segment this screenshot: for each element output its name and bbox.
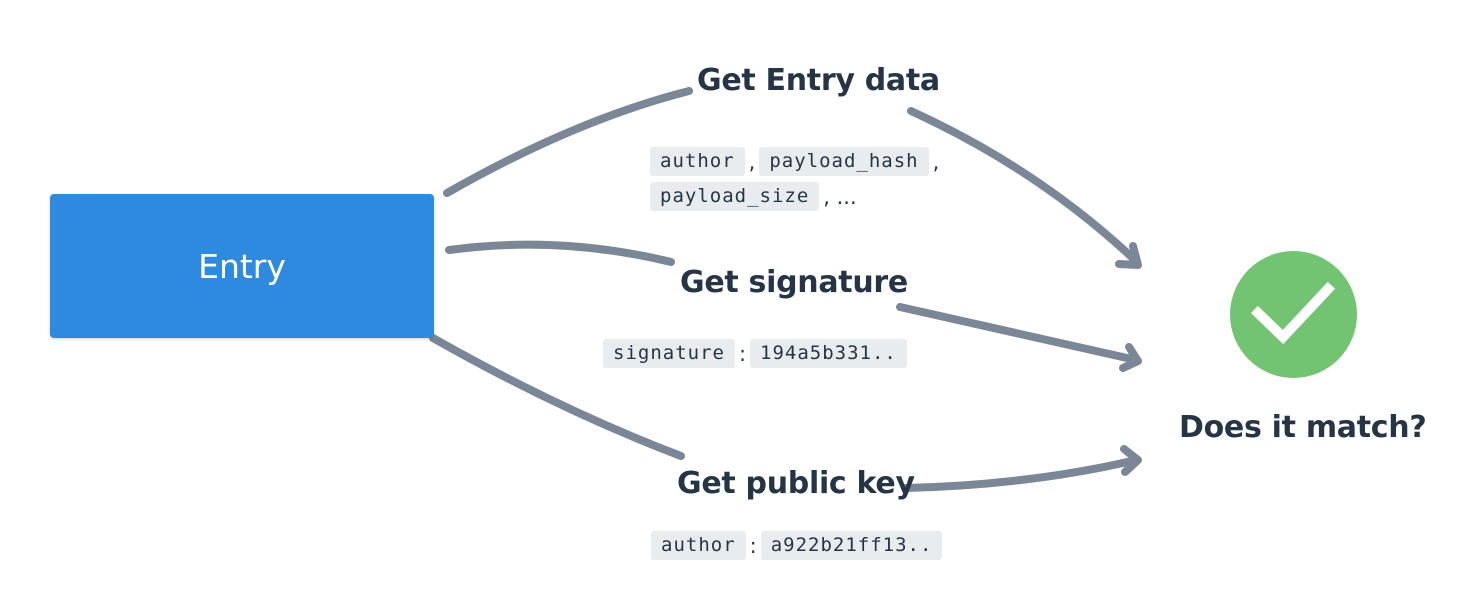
arrowhead-signature [1119, 343, 1142, 372]
result-label: Does it match? [1179, 410, 1427, 445]
arrow-entry-data-to-check [907, 107, 1141, 266]
arrowhead-entry-data [1115, 242, 1142, 269]
code-signature-value: 194a5b331.. [750, 339, 907, 368]
step-heading-public-key: Get public key [677, 466, 915, 501]
separator: , [748, 149, 756, 174]
public-key-fields-line: author : a922b21ff13.. [651, 531, 943, 560]
arrow-entry-to-entry-data [443, 87, 693, 197]
code-author: author [651, 531, 746, 560]
entry-label: Entry [198, 246, 286, 286]
arrow-signature-to-check [896, 303, 1140, 364]
arrow-entry-to-signature [445, 240, 675, 266]
arrow-public-key-to-check [901, 456, 1140, 492]
separator: , ... [823, 184, 857, 209]
separator: : [738, 341, 747, 366]
separator: , [932, 149, 940, 174]
entry-data-fields-line-2: payload_size , ... [650, 182, 861, 211]
code-author: author [650, 147, 745, 176]
checkmark-icon [1230, 251, 1357, 378]
step-heading-entry-data: Get Entry data [697, 63, 940, 98]
separator: : [749, 533, 757, 558]
code-signature: signature [603, 339, 735, 368]
arrowhead-public-key [1120, 445, 1142, 476]
signature-fields-line: signature : 194a5b331.. [603, 339, 907, 368]
code-payload-hash: payload_hash [759, 147, 929, 176]
code-public-key-value: a922b21ff13.. [760, 531, 943, 560]
code-payload-size: payload_size [650, 182, 820, 211]
entry-box: Entry [50, 194, 434, 338]
entry-data-fields-line-1: author , payload_hash , [650, 147, 943, 176]
step-heading-signature: Get signature [680, 265, 908, 300]
arrow-entry-to-public-key [429, 334, 685, 460]
